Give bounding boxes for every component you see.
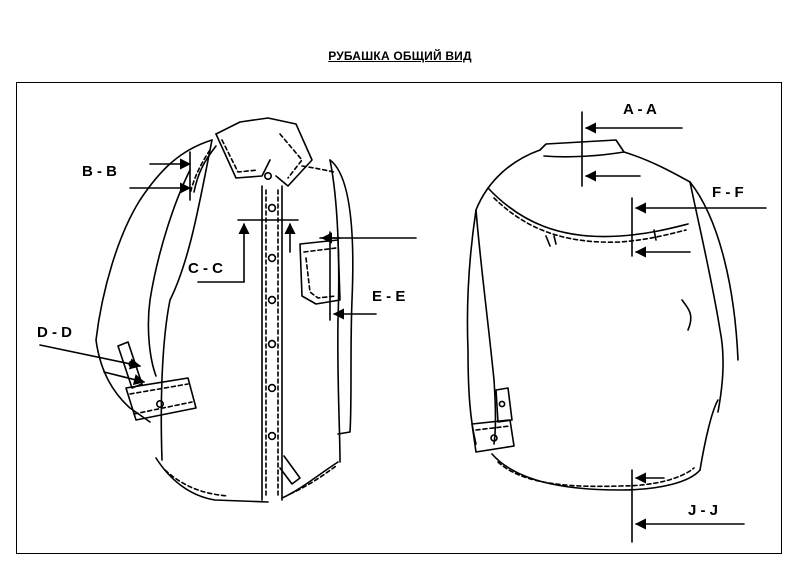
front-collar xyxy=(215,117,313,187)
drawing-frame xyxy=(16,82,782,554)
front-hem xyxy=(155,457,339,503)
label-section-d: D - D xyxy=(37,324,72,341)
label-section-a: A - A xyxy=(623,101,657,118)
back-right-sleeve xyxy=(689,181,724,413)
back-collar xyxy=(539,139,625,158)
dimension-lines xyxy=(39,111,767,543)
back-yoke xyxy=(487,187,689,238)
front-left-side xyxy=(160,139,213,461)
label-section-e: E - E xyxy=(372,288,406,305)
front-left-cuff xyxy=(125,377,197,421)
label-section-c: C - C xyxy=(188,260,223,277)
label-section-f: F - F xyxy=(712,184,744,201)
back-right-side xyxy=(623,151,739,361)
label-section-b: B - B xyxy=(82,163,117,180)
label-section-j: J - J xyxy=(688,502,719,519)
back-view xyxy=(466,139,739,491)
front-view xyxy=(95,117,354,503)
back-left-side xyxy=(466,149,541,445)
front-left-sleeve xyxy=(95,139,213,423)
front-right-side xyxy=(329,159,341,463)
back-left-sleeve xyxy=(475,209,497,445)
front-placket xyxy=(261,185,283,501)
back-hem xyxy=(491,453,701,491)
diagram-title: РУБАШКА ОБЩИЙ ВИД xyxy=(328,49,472,63)
front-right-sleeve xyxy=(329,159,354,435)
